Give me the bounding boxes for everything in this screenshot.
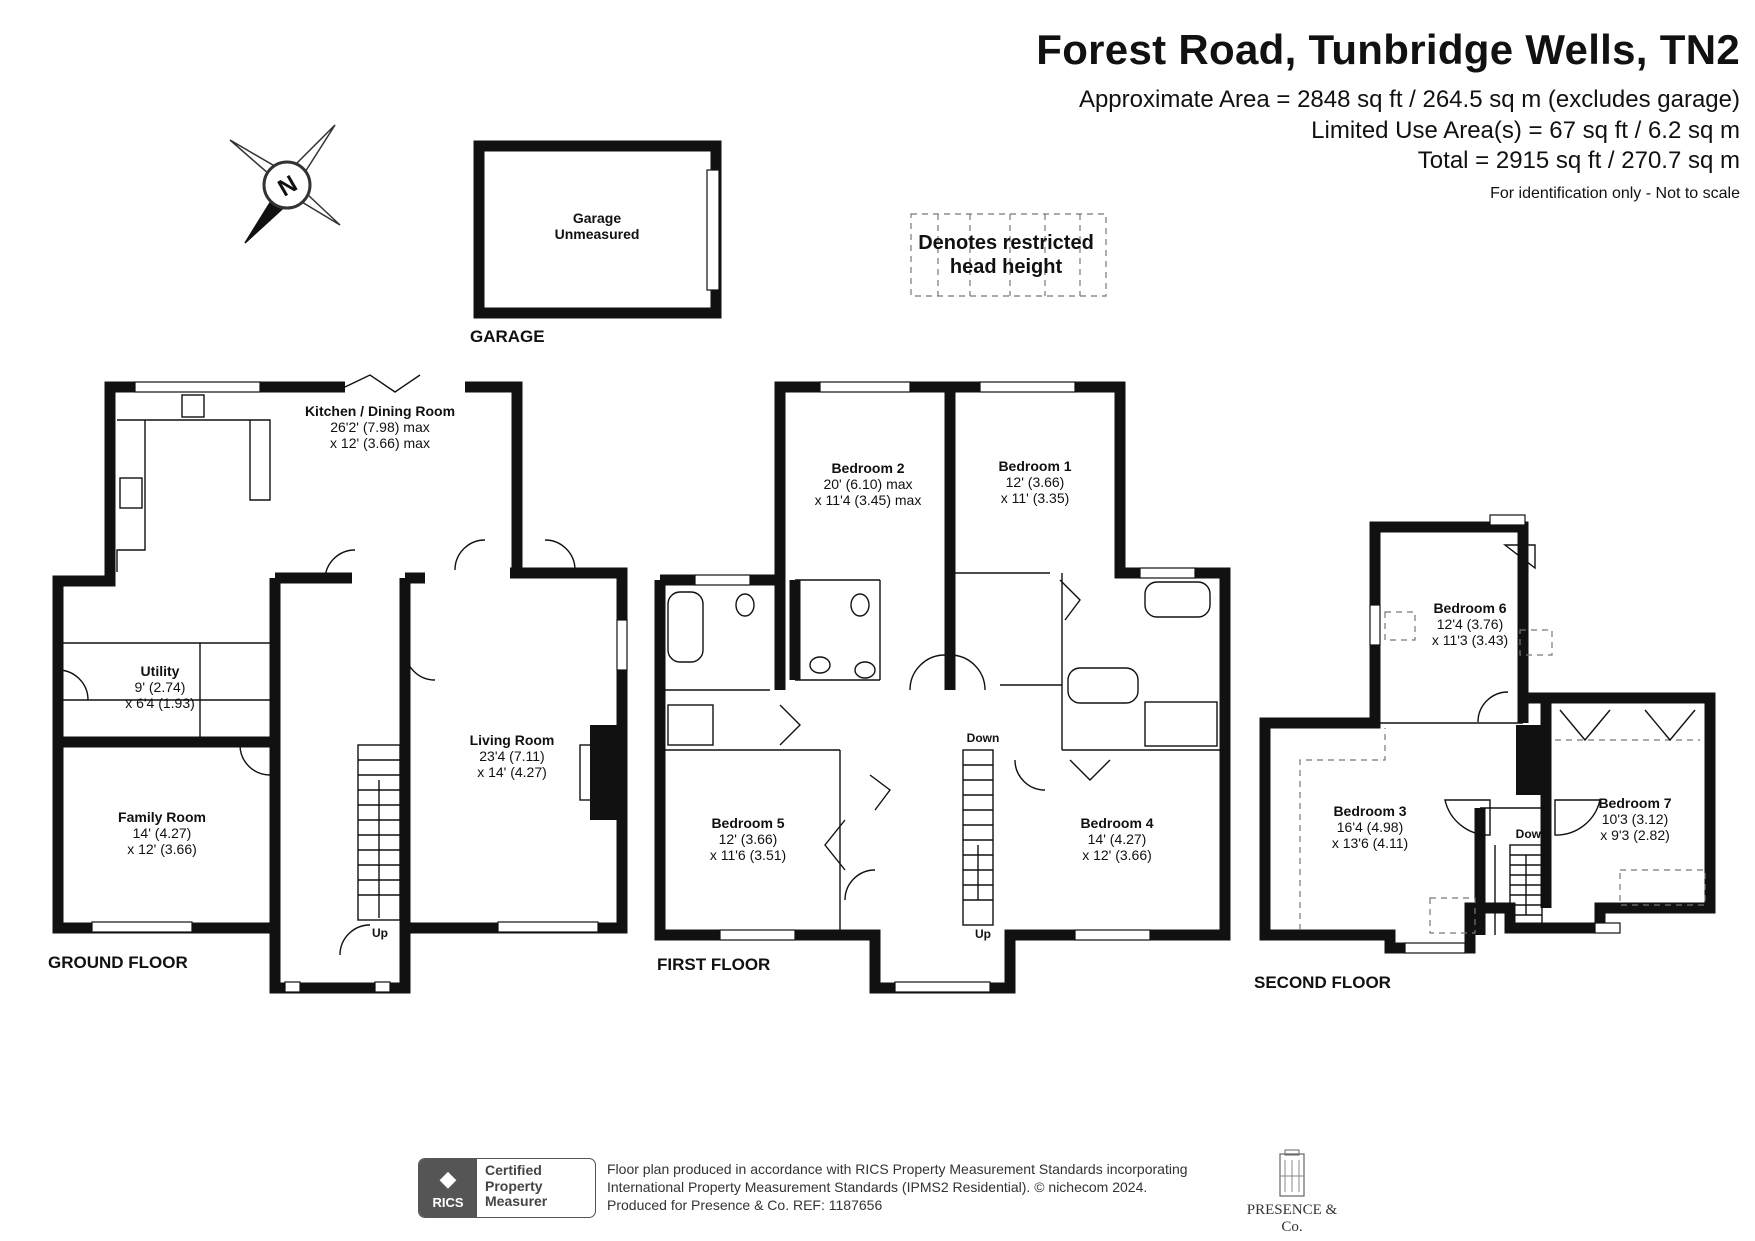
- rics-certification: Certified Property Measurer: [485, 1162, 548, 1210]
- rics-badge: ◆ RICS Certified Property Measurer: [418, 1158, 596, 1218]
- bedroom2-dim-1: 20' (6.10) max: [823, 476, 912, 492]
- footer-text: Floor plan produced in accordance with R…: [607, 1160, 1188, 1214]
- bedroom4-name: Bedroom 4: [1080, 815, 1153, 831]
- bedroom1-name: Bedroom 1: [998, 458, 1071, 474]
- bedroom5-dim-1: 12' (3.66): [719, 831, 778, 847]
- bedroom6-name: Bedroom 6: [1433, 600, 1506, 616]
- bedroom7-dim-1: 10'3 (3.12): [1602, 811, 1669, 827]
- presence-logo: PRESENCE & Co.: [1237, 1148, 1347, 1235]
- garage-label-1: Garage: [573, 210, 621, 226]
- bedroom4-dim-1: 14' (4.27): [1088, 831, 1147, 847]
- living-room-name: Living Room: [470, 732, 555, 748]
- rics-word: RICS: [432, 1195, 464, 1210]
- bedroom3-dim-1: 16'4 (4.98): [1337, 819, 1404, 835]
- second-floor-plan: Bedroom 6 12'4 (3.76) x 11'3 (3.43) Bedr…: [1259, 514, 1716, 954]
- ground-floor-plan: Kitchen / Dining Room 26'2' (7.98) max x…: [52, 374, 628, 994]
- presence-word: PRESENCE & Co.: [1246, 1202, 1338, 1235]
- kitchen-dim-1: 26'2' (7.98) max: [330, 419, 430, 435]
- utility-name: Utility: [141, 663, 180, 679]
- footer-line-3: Produced for Presence & Co. REF: 1187656: [607, 1197, 883, 1213]
- utility-dim-2: x 6'4 (1.93): [125, 695, 195, 711]
- footer-line-2: International Property Measurement Stand…: [607, 1179, 1148, 1195]
- first-stairs-down: Down: [967, 731, 1000, 745]
- ground-floor-label: GROUND FLOOR: [48, 953, 188, 972]
- ground-stairs-up: Up: [372, 926, 388, 940]
- total-area: Total = 2915 sq ft / 270.7 sq m: [1417, 147, 1740, 174]
- legend-line-2: head height: [950, 256, 1063, 278]
- rics-logo: ◆ RICS: [419, 1159, 477, 1217]
- family-room-name: Family Room: [118, 809, 206, 825]
- bedroom1-dim-2: x 11' (3.35): [1001, 490, 1070, 506]
- bedroom6-dim-2: x 11'3 (3.43): [1432, 632, 1508, 648]
- bedroom5-name: Bedroom 5: [711, 815, 784, 831]
- first-stairs-up: Up: [975, 927, 991, 941]
- bedroom5-dim-2: x 11'6 (3.51): [710, 847, 786, 863]
- rics-cert-line-3: Measurer: [485, 1193, 548, 1209]
- restricted-height-legend: Denotes restricted head height: [910, 213, 1107, 297]
- bedroom1-dim-1: 12' (3.66): [1006, 474, 1065, 490]
- rics-cert-line-2: Property: [485, 1177, 543, 1194]
- bedroom7-dim-2: x 9'3 (2.82): [1600, 827, 1670, 843]
- bedroom6-dim-1: 12'4 (3.76): [1437, 616, 1504, 632]
- kitchen-name: Kitchen / Dining Room: [305, 403, 455, 419]
- garage-label-2: Unmeasured: [555, 226, 640, 242]
- bedroom4-dim-2: x 12' (3.66): [1082, 847, 1152, 863]
- family-room-dim-1: 14' (4.27): [133, 825, 192, 841]
- first-floor-label: FIRST FLOOR: [657, 955, 770, 974]
- bedroom7-name: Bedroom 7: [1598, 795, 1671, 811]
- bedroom2-name: Bedroom 2: [831, 460, 904, 476]
- limited-use-area: Limited Use Area(s) = 67 sq ft / 6.2 sq …: [1311, 117, 1740, 144]
- scale-note: For identification only - Not to scale: [1490, 185, 1740, 202]
- kitchen-dim-2: x 12' (3.66) max: [330, 435, 430, 451]
- living-room-dim-2: x 14' (4.27): [477, 764, 547, 780]
- family-room-dim-2: x 12' (3.66): [127, 841, 197, 857]
- garage-floor-label: GARAGE: [470, 327, 545, 346]
- bedroom3-name: Bedroom 3: [1333, 803, 1406, 819]
- building-icon: [1279, 1149, 1305, 1197]
- legend-line-1: Denotes restricted: [918, 232, 1094, 254]
- second-floor-label: SECOND FLOOR: [1254, 973, 1391, 992]
- bedroom3-dim-2: x 13'6 (4.11): [1332, 835, 1408, 851]
- footer-line-1: Floor plan produced in accordance with R…: [607, 1161, 1188, 1177]
- bedroom2-dim-2: x 11'4 (3.45) max: [815, 492, 922, 508]
- lion-icon: ◆: [439, 1166, 457, 1191]
- utility-dim-1: 9' (2.74): [135, 679, 186, 695]
- approx-area: Approximate Area = 2848 sq ft / 264.5 sq…: [1078, 86, 1740, 113]
- garage-plan: Garage Unmeasured: [473, 140, 722, 319]
- living-room-dim-1: 23'4 (7.11): [479, 748, 544, 764]
- compass-icon: N: [229, 124, 341, 244]
- page-title: Forest Road, Tunbridge Wells, TN2: [1036, 26, 1740, 73]
- second-stairs-down: Down: [1516, 827, 1549, 841]
- rics-cert-line-1: Certified: [485, 1162, 542, 1178]
- first-floor-plan: Bedroom 2 20' (6.10) max x 11'4 (3.45) m…: [654, 381, 1231, 994]
